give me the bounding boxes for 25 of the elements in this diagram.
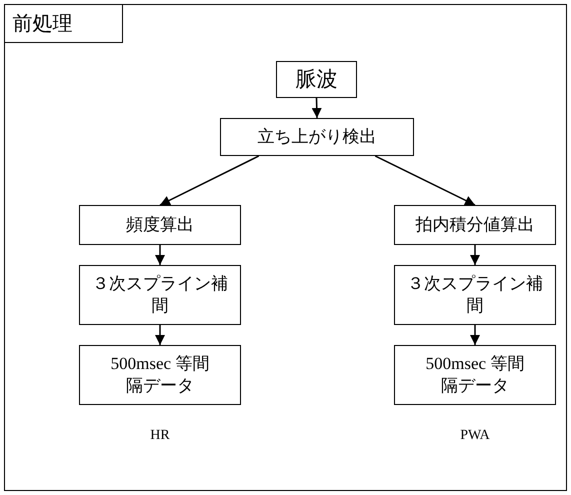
arrow [374, 155, 476, 206]
box-label: ３次スプライン補間 [91, 272, 229, 317]
process-box [220, 118, 414, 156]
box-label: 500msec 等間隔データ [424, 352, 526, 397]
box-label: 500msec 等間隔データ [110, 352, 210, 397]
section-frame [4, 4, 567, 491]
process-box [394, 205, 556, 245]
process-box [276, 61, 357, 98]
process-box [79, 205, 241, 245]
box-label: 拍内積分値算出 [416, 214, 534, 236]
arrow [155, 325, 165, 345]
box-label: 立ち上がり検出 [258, 126, 376, 148]
process-box [79, 265, 241, 325]
output-label: PWA [459, 428, 491, 444]
output-label: HR [149, 428, 171, 444]
process-box [394, 265, 556, 325]
arrow [470, 245, 480, 265]
box-label: ３次スプライン補間 [406, 272, 544, 317]
box-label: 脈波 [296, 66, 338, 93]
box-label: 頻度算出 [126, 214, 194, 236]
arrow [155, 245, 165, 265]
arrow [160, 155, 260, 206]
section-heading: 前処理 [4, 4, 122, 42]
arrow [312, 98, 322, 118]
arrow [470, 325, 480, 345]
